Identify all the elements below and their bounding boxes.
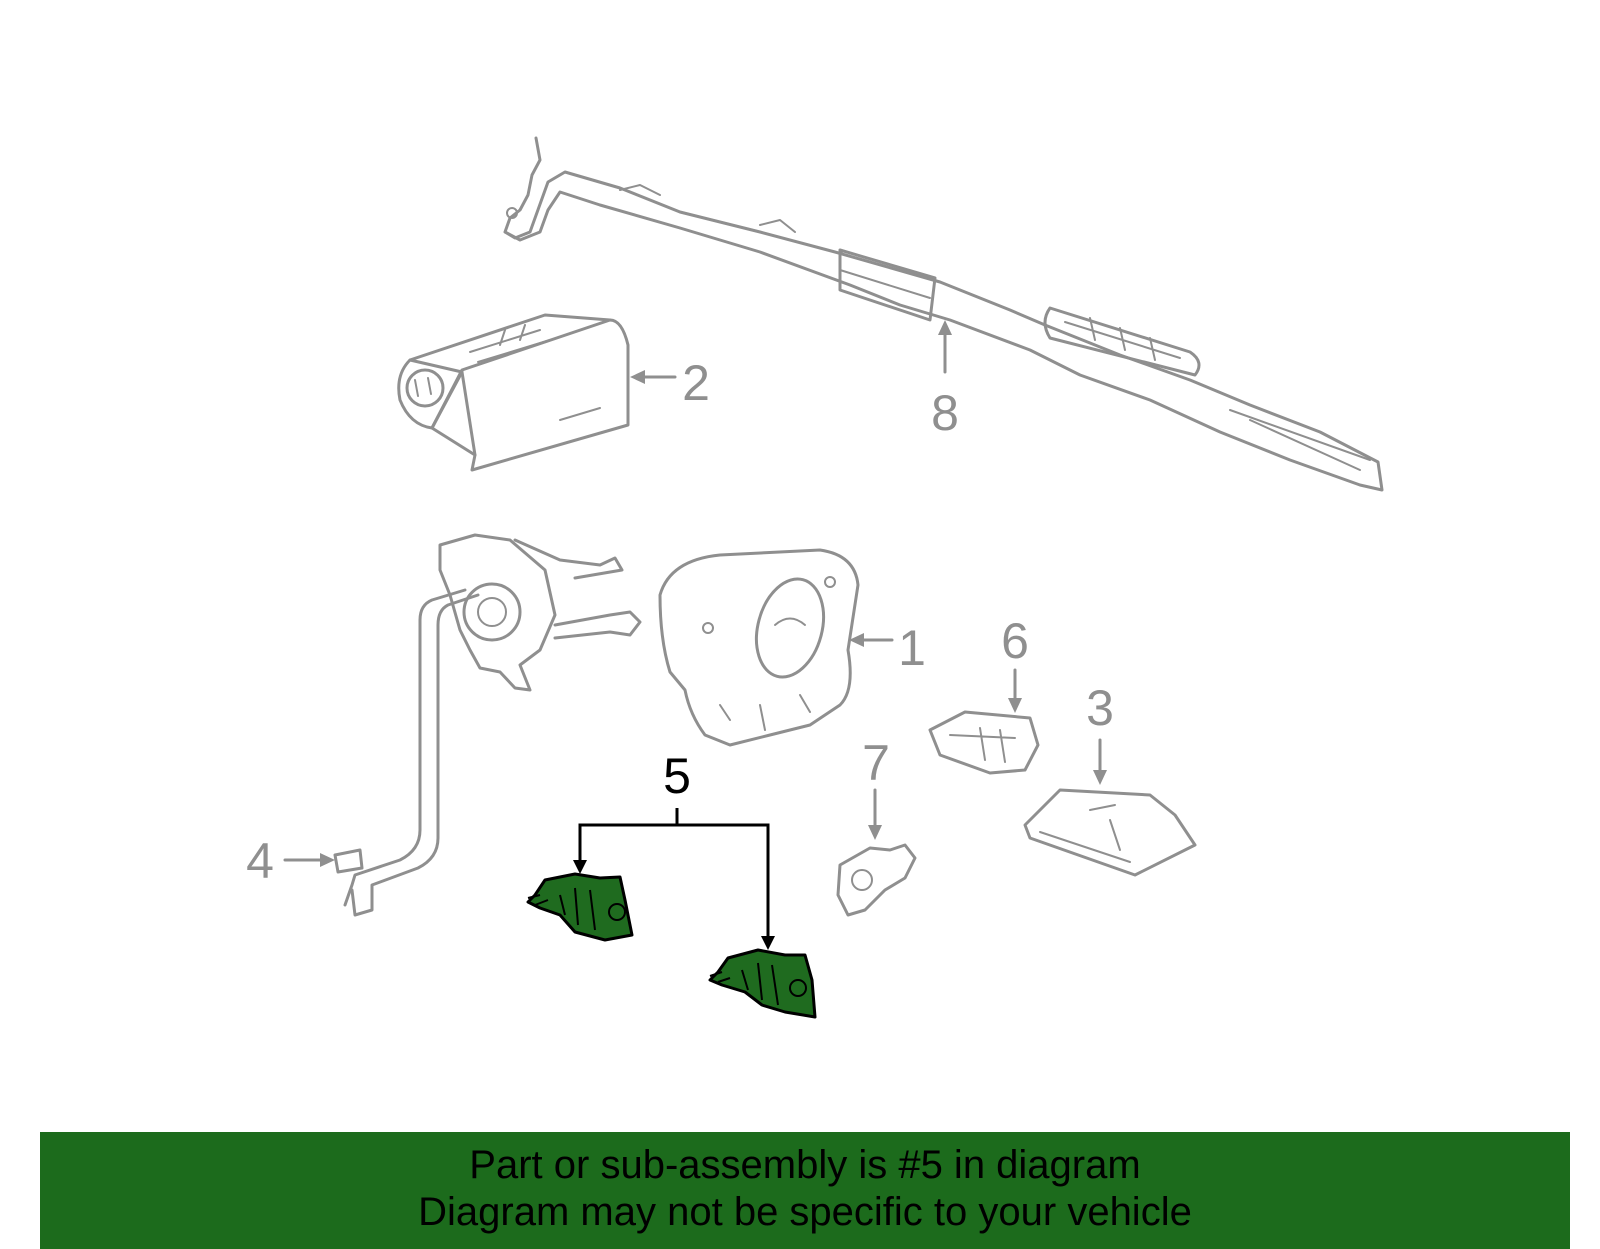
part-6-sensor[interactable] bbox=[928, 710, 1040, 775]
info-banner: Part or sub-assembly is #5 in diagram Di… bbox=[40, 1132, 1570, 1249]
callout-8[interactable]: 8 bbox=[931, 385, 959, 441]
arrowhead-5b bbox=[761, 936, 775, 950]
part-7-bracket[interactable] bbox=[836, 843, 917, 917]
banner-line-1: Part or sub-assembly is #5 in diagram bbox=[469, 1143, 1141, 1187]
arrowhead-4 bbox=[320, 853, 335, 867]
callout-4[interactable]: 4 bbox=[246, 833, 274, 889]
arrowhead-3 bbox=[1093, 770, 1107, 785]
callout-3[interactable]: 3 bbox=[1086, 680, 1114, 736]
part-3-control-module[interactable] bbox=[1023, 788, 1197, 877]
part-5-sensor-lower[interactable] bbox=[708, 948, 817, 1019]
callout-6[interactable]: 6 bbox=[1001, 613, 1029, 669]
callout-5[interactable]: 5 bbox=[663, 748, 691, 804]
arrowhead-2 bbox=[630, 370, 645, 384]
part-2-passenger-airbag[interactable] bbox=[397, 313, 630, 472]
arrowhead-8 bbox=[938, 320, 952, 335]
part-4-clock-spring[interactable] bbox=[333, 533, 642, 917]
callout-7[interactable]: 7 bbox=[862, 735, 890, 791]
banner-line-2: Diagram may not be specific to your vehi… bbox=[418, 1190, 1192, 1234]
part-1-driver-airbag[interactable] bbox=[658, 548, 860, 747]
arrowhead-1 bbox=[849, 633, 864, 647]
arrowhead-7 bbox=[868, 825, 882, 840]
part-5-sensor-upper[interactable] bbox=[526, 872, 634, 942]
callout-1[interactable]: 1 bbox=[898, 620, 926, 676]
arrowhead-6 bbox=[1008, 698, 1022, 713]
leader-5 bbox=[578, 808, 770, 938]
arrowhead-5a bbox=[573, 860, 587, 874]
callout-2[interactable]: 2 bbox=[682, 355, 710, 411]
part-8-curtain-airbag[interactable] bbox=[503, 136, 1384, 492]
